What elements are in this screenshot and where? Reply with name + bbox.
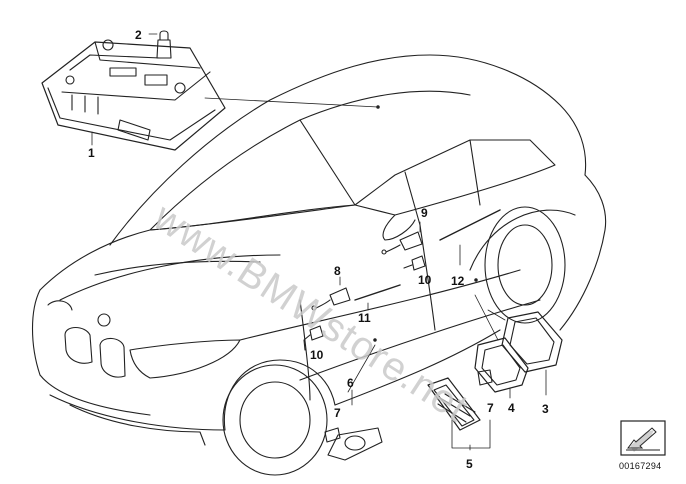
part-1-roof-console bbox=[41, 39, 380, 151]
callout-12: 12 bbox=[451, 274, 465, 288]
callout-9: 9 bbox=[421, 206, 428, 220]
arrow-box-icon bbox=[620, 420, 666, 456]
parts-11-12-cables bbox=[354, 209, 501, 342]
part-4-frame bbox=[474, 337, 529, 399]
callout-7-b: 7 bbox=[487, 401, 494, 415]
callout-6: 6 bbox=[347, 376, 354, 390]
callout-7-a: 7 bbox=[334, 406, 341, 420]
part-2-bulb bbox=[148, 30, 172, 59]
diagram-id: 00167294 bbox=[619, 461, 662, 471]
part-6-footwell-lamp bbox=[324, 344, 383, 461]
part-5-door-lamp bbox=[427, 369, 493, 451]
callout-2: 2 bbox=[135, 28, 142, 42]
car-outline bbox=[31, 54, 607, 476]
part-3-frame bbox=[501, 311, 563, 396]
callout-1: 1 bbox=[88, 146, 95, 160]
part-10-connectors bbox=[303, 255, 426, 351]
callout-5: 5 bbox=[466, 457, 473, 471]
callout-4: 4 bbox=[508, 401, 515, 415]
part-9-lamp-upper bbox=[381, 221, 423, 255]
callout-10-a: 10 bbox=[310, 348, 324, 362]
callout-11: 11 bbox=[358, 311, 371, 325]
part-8-lamp-lower bbox=[311, 276, 351, 311]
callout-3: 3 bbox=[542, 402, 549, 416]
callout-10-b: 10 bbox=[418, 273, 432, 287]
callout-8: 8 bbox=[334, 264, 341, 278]
